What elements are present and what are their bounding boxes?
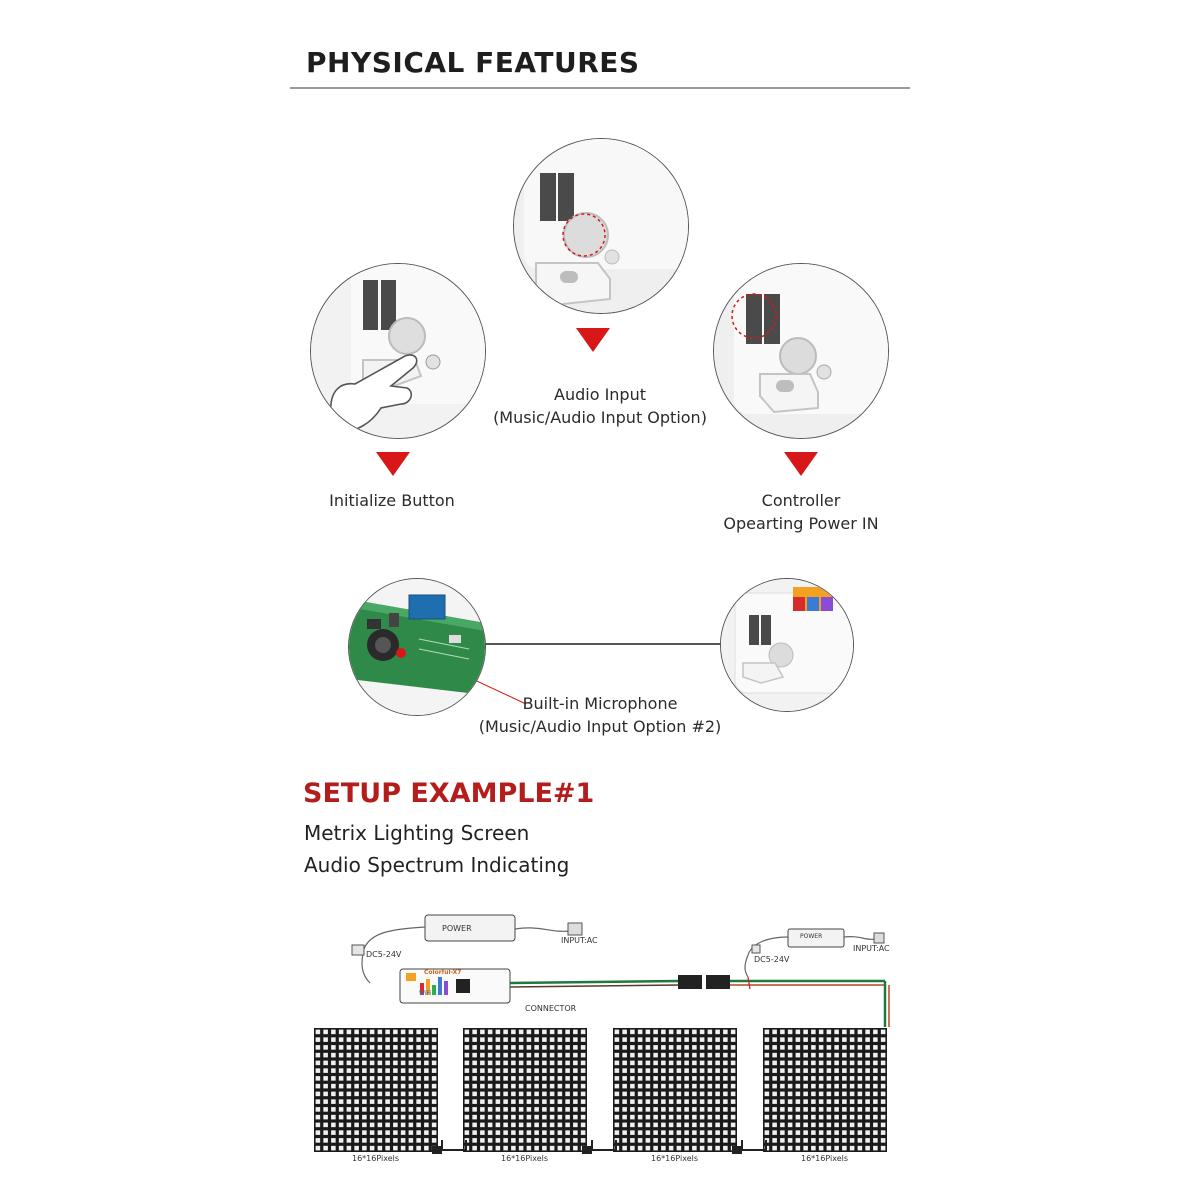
power-right-label: POWER bbox=[800, 933, 823, 940]
connector-line bbox=[485, 643, 720, 645]
controller-power-photo bbox=[713, 263, 889, 439]
led-matrix-panel bbox=[613, 1028, 737, 1152]
panel-pixel-label: 16*16Pixels bbox=[801, 1154, 849, 1163]
section-title-physical-features: PHYSICAL FEATURES bbox=[306, 46, 640, 79]
initialize-label: Initialize Button bbox=[329, 491, 455, 510]
dc-left-label: DC5-24V bbox=[366, 950, 402, 959]
led-matrix-panel bbox=[463, 1028, 587, 1152]
controller-name-label: Colorful-X7 bbox=[424, 969, 462, 976]
microphone-caption: Built-in Microphone (Music/Audio Input O… bbox=[450, 692, 750, 738]
audio-input-sublabel: (Music/Audio Input Option) bbox=[493, 408, 707, 427]
setup-subtitle-line2: Audio Spectrum Indicating bbox=[304, 853, 570, 877]
input-ac-right-label: INPUT:AC bbox=[853, 944, 890, 953]
microphone-label: Built-in Microphone bbox=[522, 694, 678, 713]
panel-pixel-label: 16*16Pixels bbox=[501, 1154, 549, 1163]
setup-subtitle-line1: Metrix Lighting Screen bbox=[304, 821, 530, 845]
input-ac-left-label: INPUT:AC bbox=[561, 936, 598, 945]
arrow-down-audio-icon bbox=[576, 328, 610, 352]
controller-caption: Controller Opearting Power IN bbox=[670, 489, 932, 535]
initialize-button-photo bbox=[310, 263, 486, 439]
power-left-label: POWER bbox=[442, 924, 472, 933]
controller-side-photo bbox=[720, 578, 854, 712]
dc-right-label: DC5-24V bbox=[754, 955, 790, 964]
panel-pixel-label: 16*16Pixels bbox=[352, 1154, 400, 1163]
connector-label: CONNECTOR bbox=[525, 1004, 577, 1013]
title-underline bbox=[290, 87, 910, 89]
controller-label: Controller bbox=[761, 491, 841, 510]
audio-input-caption: Audio Input (Music/Audio Input Option) bbox=[450, 383, 750, 429]
led-matrix-panel bbox=[314, 1028, 438, 1152]
panel-link-cables bbox=[432, 1140, 767, 1154]
microphone-sublabel: (Music/Audio Input Option #2) bbox=[478, 717, 722, 736]
wifi-label: WiFi bbox=[419, 990, 432, 997]
initialize-caption: Initialize Button bbox=[262, 489, 522, 512]
arrow-down-initialize-icon bbox=[376, 452, 410, 476]
controller-sublabel: Opearting Power IN bbox=[723, 514, 879, 533]
audio-input-label: Audio Input bbox=[554, 385, 646, 404]
section-title-setup-example: SETUP EXAMPLE#1 bbox=[303, 778, 595, 809]
panel-pixel-label: 16*16Pixels bbox=[651, 1154, 699, 1163]
arrow-down-controller-icon bbox=[784, 452, 818, 476]
led-matrix-panel bbox=[763, 1028, 887, 1152]
audio-input-photo bbox=[513, 138, 689, 314]
wiring-diagram bbox=[351, 914, 890, 1027]
microphone-board-photo bbox=[348, 578, 486, 716]
